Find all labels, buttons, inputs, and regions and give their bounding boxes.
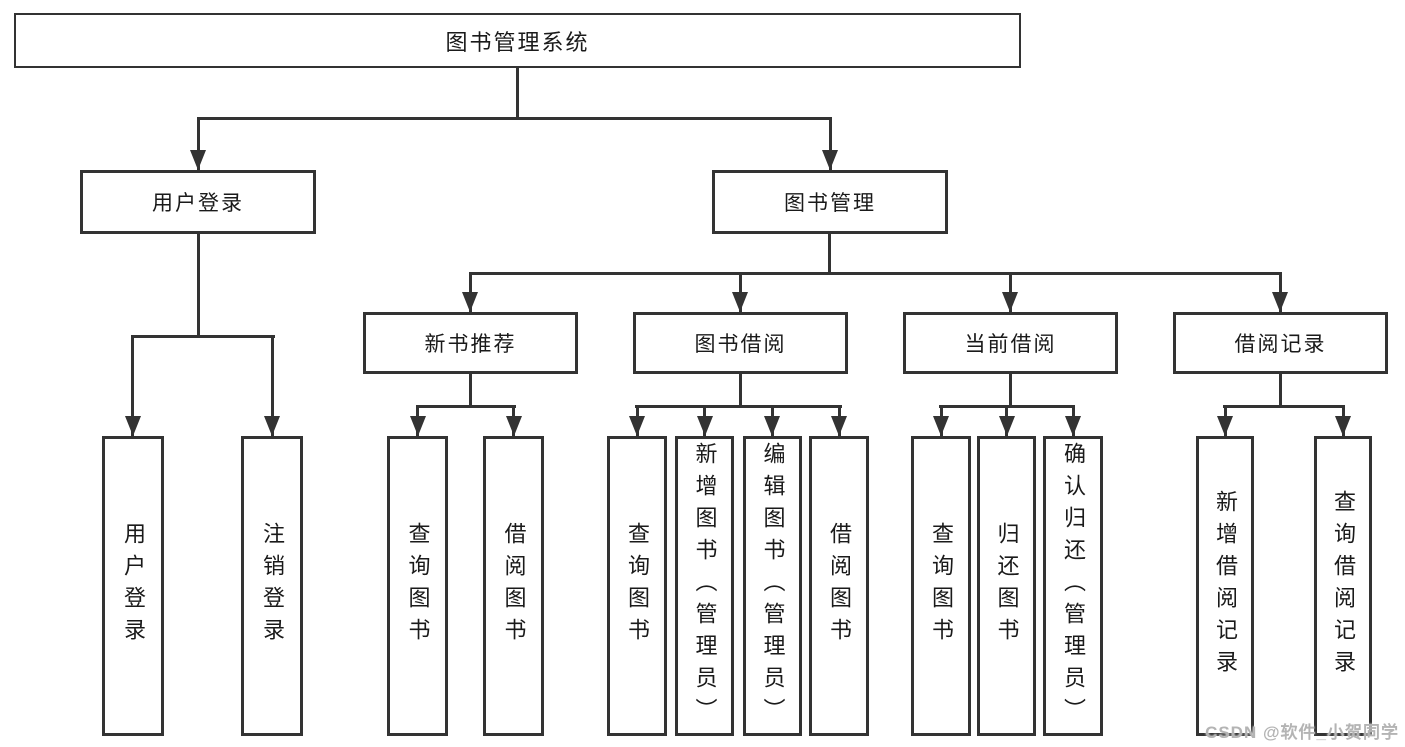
- leaf-return-books: 归还图书: [977, 436, 1036, 736]
- arrowhead-leaf: [1217, 416, 1233, 436]
- arrowhead-leaf: [697, 416, 713, 436]
- arrowhead-leaf: [933, 416, 949, 436]
- node-user-login: 用户登录: [80, 170, 316, 234]
- arrowhead-book-management: [822, 150, 838, 170]
- arrowhead-book-borrow: [732, 292, 748, 312]
- connector-user-login-rail: [131, 335, 275, 338]
- arrowhead-leaf: [506, 416, 522, 436]
- connector-user-login-trunk: [197, 234, 200, 335]
- node-borrow-records: 借阅记录: [1173, 312, 1388, 374]
- connector-drop-leaf-user-login: [131, 335, 134, 436]
- connector-current-borrow-trunk: [1009, 374, 1012, 405]
- connector-book-borrow-rail: [635, 405, 842, 408]
- leaf-borrow-books-bookborrow: 借阅图书: [809, 436, 869, 736]
- arrowhead-new-book: [462, 292, 478, 312]
- connector-new-book-rail: [416, 405, 516, 408]
- arrowhead-leaf: [764, 416, 780, 436]
- arrowhead-leaf: [831, 416, 847, 436]
- node-book-management: 图书管理: [712, 170, 948, 234]
- leaf-borrow-books-newbook: 借阅图书: [483, 436, 544, 736]
- leaf-confirm-return-admin: 确认归还（管理员）: [1043, 436, 1103, 736]
- arrowhead-leaf: [1065, 416, 1081, 436]
- leaf-query-books-newbook: 查询图书: [387, 436, 448, 736]
- node-book-borrow: 图书借阅: [633, 312, 848, 374]
- leaf-logout-login: 注销登录: [241, 436, 303, 736]
- connector-root-trunk: [516, 68, 519, 117]
- connector-borrow-records-rail: [1223, 405, 1345, 408]
- connector-drop-leaf-logout: [271, 335, 274, 436]
- connector-drop-book-management: [829, 117, 832, 170]
- connector-borrow-records-trunk: [1279, 374, 1282, 405]
- leaf-add-borrow-record: 新增借阅记录: [1196, 436, 1254, 736]
- connector-new-book-trunk: [469, 374, 472, 405]
- arrowhead-leaf: [410, 416, 426, 436]
- csdn-watermark: CSDN @软件_小贺同学: [1205, 723, 1399, 742]
- leaf-query-borrow-record: 查询借阅记录: [1314, 436, 1372, 736]
- leaf-query-books-current: 查询图书: [911, 436, 971, 736]
- connector-root-rail: [197, 117, 832, 120]
- arrowhead-current-borrow: [1002, 292, 1018, 312]
- connector-book-management-rail: [469, 272, 1282, 275]
- arrowhead-borrow-records: [1272, 292, 1288, 312]
- connector-book-borrow-trunk: [739, 374, 742, 405]
- node-new-book-recommend: 新书推荐: [363, 312, 578, 374]
- arrowhead-leaf: [999, 416, 1015, 436]
- arrowhead-leaf-logout: [264, 416, 280, 436]
- node-library-management-system: 图书管理系统: [14, 13, 1021, 68]
- leaf-query-books-bookborrow: 查询图书: [607, 436, 667, 736]
- connector-book-management-trunk: [828, 234, 831, 272]
- leaf-add-books-admin: 新增图书（管理员）: [675, 436, 734, 736]
- arrowhead-user-login: [190, 150, 206, 170]
- connector-drop-user-login: [197, 117, 200, 170]
- arrowhead-leaf: [1335, 416, 1351, 436]
- arrowhead-leaf: [629, 416, 645, 436]
- arrowhead-leaf-user-login: [125, 416, 141, 436]
- leaf-user-login: 用户登录: [102, 436, 164, 736]
- leaf-edit-books-admin: 编辑图书（管理员）: [743, 436, 802, 736]
- node-current-borrow: 当前借阅: [903, 312, 1118, 374]
